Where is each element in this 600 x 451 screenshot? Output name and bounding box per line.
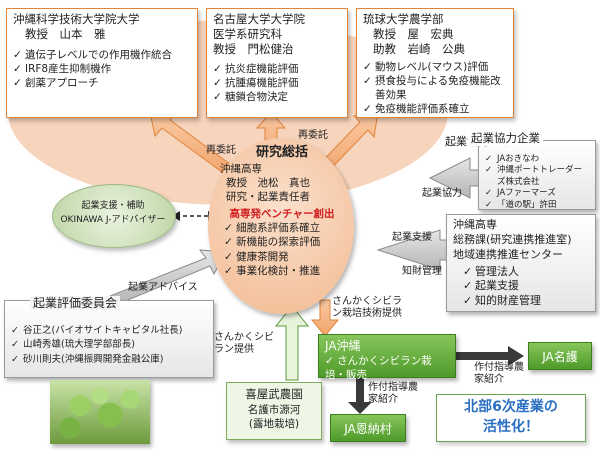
advisor-ellipse	[52, 184, 176, 248]
committee-title: 起業評価委員会	[30, 296, 121, 311]
nagoya-org: 名古屋大学大学院	[213, 12, 305, 26]
admin-item: 管理法人	[463, 265, 589, 280]
coop-item: JAおきなわ	[485, 154, 589, 166]
advisor-text: 起業支援・補助 OKINAWA J-アドバイザー	[52, 200, 174, 227]
leader-person: 教授 池松 真也	[226, 176, 310, 189]
farm-name: 喜屋武農園	[245, 387, 303, 401]
label-resub-right: 再委託	[298, 130, 328, 141]
coop-item: 「道の駅」許田	[485, 200, 589, 212]
leader-item: ✓ 事業化検討・推進	[224, 264, 321, 277]
leader-item: ✓ 健康茶開発	[224, 250, 289, 263]
committee-member: 山崎秀雄(琉大理学部部長)	[11, 338, 207, 353]
ryukyu-item: 摂食投与による免疫機能改善効果	[363, 74, 507, 102]
advisor-line-2: OKINAWA J-アドバイザー	[60, 214, 166, 225]
oist-item: 創薬アプローチ	[13, 76, 191, 90]
oist-org: 沖縄科学技術大学院大学	[13, 12, 140, 26]
coop-item: JAファーマーズ	[485, 188, 589, 200]
kosen-admin-box: 沖縄高専 総務課(研究連携推進室) 地域連携推進センター 管理法人 起業支援 知…	[446, 214, 596, 312]
leader-title: 研究総括	[255, 145, 308, 160]
slogan-line-2: 活性化！	[483, 418, 539, 435]
research-leader-content: 研究総括 沖縄高専 教授 池松 真也 研究・起業責任者 高専発ベンチャー創出 ✓…	[212, 144, 352, 278]
nagoya-item: 抗腫瘍機能評価	[213, 76, 341, 90]
admin-item: 知的財産管理	[463, 294, 589, 309]
oist-item: IRF8産生抑制機作	[13, 62, 191, 76]
leader-venture: 高専発ベンチャー創出	[229, 208, 335, 221]
nagoya-dept: 医学系研究科	[213, 26, 282, 41]
label-advice: 起業アドバイス	[128, 282, 198, 293]
ja-okinawa-box: JA沖縄 ✓ さんかくシビラン栽培・販売	[318, 334, 456, 381]
ryukyu-item: 免疫機能評価系確立	[363, 102, 507, 116]
farm-place: 名護市源河	[247, 403, 301, 416]
farm-note: (露地栽培)	[248, 417, 300, 430]
committee-member: 砂川則夫(沖縄振興開発金融公庫)	[11, 353, 207, 368]
arrow-seedling	[274, 305, 310, 381]
nagoya-item: 糖鎖合物決定	[213, 90, 341, 104]
leader-item: ✓ 細胞系評価系確立	[224, 222, 321, 235]
research-leader-circle	[208, 138, 354, 314]
arrow-from-committee	[109, 249, 227, 305]
plant-photo	[50, 380, 150, 444]
nagoya-box: 名古屋大学大学院 医学系研究科 教授 門松健治 抗炎症機能評価 抗腫瘍機能評価 …	[206, 8, 348, 118]
admin-line-1: 沖縄高専	[453, 218, 497, 231]
admin-line-2: 総務課(研究連携推進室)	[453, 232, 572, 246]
slogan-box: 北部6次産業の 活性化！	[436, 394, 586, 442]
label-guide-2: 作付指導農家紹介	[368, 382, 418, 405]
oist-item: 遺伝子レベルでの作用機作統合	[13, 48, 191, 62]
label-guide-1: 作付指導農家紹介	[474, 362, 524, 385]
farm-box: 喜屋武農園 名護市源河 (露地栽培)	[226, 382, 322, 440]
eval-committee-box: 谷正之(バイオサイトキャピタル社長) 山崎秀雄(琉大理学部部長) 砂川則夫(沖縄…	[4, 300, 214, 378]
slogan-line-1: 北部6次産業の	[464, 399, 558, 415]
coop-companies-box: 起業協力企業 JAおきなわ 沖縄ポートトレーダーズ株式会社 JAファーマーズ 「…	[445, 135, 596, 212]
arrow-tech-provide	[310, 299, 340, 337]
ja-okinawa-item: ✓ さんかくシビラン栽培・販売	[325, 355, 432, 382]
ryukyu-org: 琉球大学農学部	[363, 12, 444, 26]
coop-header: 起業協力企業	[468, 131, 543, 146]
label-startup-support: 起業支援	[392, 232, 432, 243]
oist-person: 教授 山本 雅	[25, 26, 106, 41]
ryukyu-item: 動物レベル(マウス)評価	[363, 60, 507, 74]
admin-item: 起業支援	[463, 279, 589, 294]
label-ip-mgmt: 知財管理	[402, 266, 442, 277]
ja-nago-box: JA名護	[528, 342, 592, 370]
arrow-to-ja-nago	[455, 346, 524, 366]
ja-onna-box: JA恩納村	[330, 414, 406, 442]
label-resub-left: 再委託	[206, 145, 236, 156]
coop-item: 沖縄ポートトレーダーズ株式会社	[485, 165, 589, 188]
committee-member: 谷正之(バイオサイトキャピタル社長)	[11, 324, 207, 339]
arrow-to-ja-onna	[348, 376, 372, 414]
leader-role: 研究・起業責任者	[226, 190, 310, 203]
ryukyu-person-2: 助教 岩崎 公典	[373, 41, 465, 56]
admin-line-3: 地域連携推進センター	[453, 247, 563, 261]
ryukyu-person-1: 教授 屋 宏典	[373, 26, 454, 41]
leader-org: 沖縄高専	[220, 162, 262, 175]
ja-okinawa-title: JA沖縄	[325, 339, 361, 353]
advisor-line-1: 起業支援・補助	[81, 201, 145, 211]
leader-item: ✓ 新機能の探索評価	[224, 236, 321, 249]
oist-box: 沖縄科学技術大学院大学 教授 山本 雅 遺伝子レベルでの作用機作統合 IRF8産…	[6, 8, 198, 118]
nagoya-person: 教授 門松健治	[213, 41, 294, 56]
nagoya-item: 抗炎症機能評価	[213, 62, 341, 76]
ryukyu-box: 琉球大学農学部 教授 屋 宏典 助教 岩崎 公典 動物レベル(マウス)評価 摂食…	[356, 8, 514, 118]
label-seedling: さんかくシビラン提供	[214, 332, 274, 355]
label-tech-provide: さんかくシビラン栽培技術提供	[332, 296, 402, 319]
label-coop: 起業協力	[422, 188, 462, 199]
